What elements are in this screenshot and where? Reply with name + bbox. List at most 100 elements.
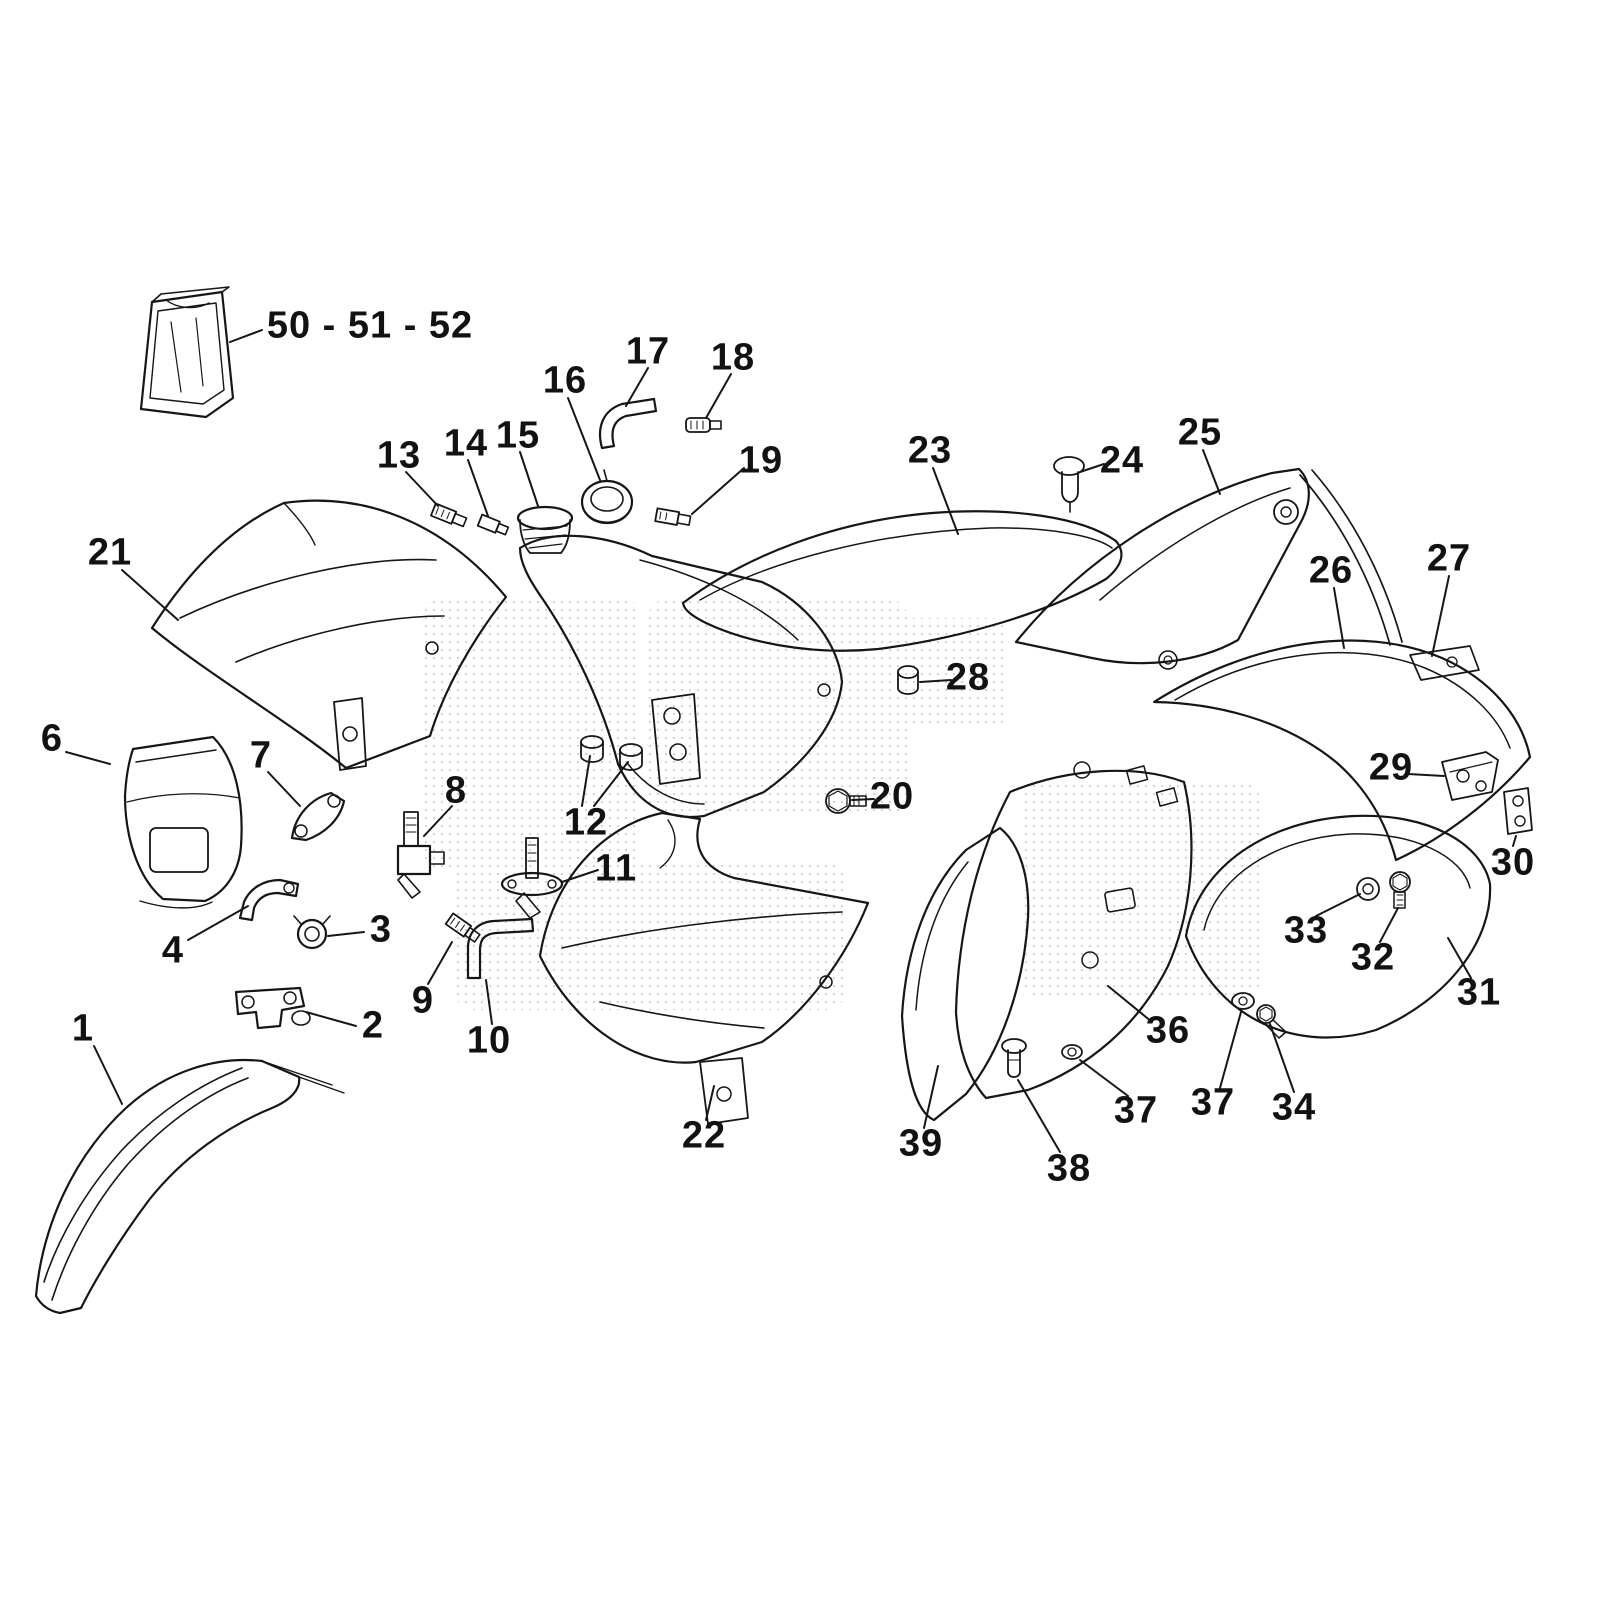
leader-line xyxy=(65,751,111,765)
part-label-26: 26 xyxy=(1308,549,1354,592)
fuel-petcock-8 xyxy=(396,811,445,899)
fitting-19 xyxy=(654,507,692,526)
part-label-37-right: 37 xyxy=(1190,1081,1236,1124)
washer-33 xyxy=(1356,877,1380,901)
bracket-7 xyxy=(290,791,346,842)
grommet-37-left xyxy=(1061,1044,1083,1060)
leader-line xyxy=(1219,1011,1242,1089)
fuel-valve-11 xyxy=(500,837,564,919)
part-label-37-left: 37 xyxy=(1113,1089,1159,1132)
bolt-34 xyxy=(1256,1004,1287,1039)
part-label-10: 10 xyxy=(466,1019,512,1062)
rear-fender-bracket-27 xyxy=(1409,645,1480,681)
right-side-panel-31 xyxy=(1184,814,1492,1039)
part-label-15: 15 xyxy=(495,414,541,457)
part-label-32: 32 xyxy=(1350,936,1396,979)
part-label-29: 29 xyxy=(1368,746,1414,789)
part-label-16: 16 xyxy=(542,359,588,402)
front-fender xyxy=(34,1058,345,1315)
leader-lines xyxy=(65,329,1517,1153)
lower-side-panel-39 xyxy=(900,826,1030,1122)
leader-line xyxy=(1107,985,1153,1023)
leader-line xyxy=(467,459,489,517)
leader-line xyxy=(519,451,539,507)
part-label-kit: 50 - 51 - 52 xyxy=(266,304,474,347)
leader-line xyxy=(1379,907,1399,943)
part-label-1: 1 xyxy=(71,1007,95,1050)
part-label-22: 22 xyxy=(681,1114,727,1157)
part-label-31: 31 xyxy=(1456,971,1502,1014)
part-label-20: 20 xyxy=(869,775,915,818)
leader-line xyxy=(1447,937,1472,979)
leader-line xyxy=(1269,1023,1295,1093)
part-label-25: 25 xyxy=(1177,411,1223,454)
bolt-20 xyxy=(825,788,867,814)
leader-line xyxy=(267,771,301,807)
leader-line xyxy=(187,905,249,941)
part-label-34: 34 xyxy=(1271,1086,1317,1129)
leader-line xyxy=(305,1011,357,1027)
leader-line xyxy=(1315,893,1361,917)
leader-line xyxy=(1202,449,1221,495)
spare-parts-bag xyxy=(139,286,235,419)
fuel-tank-filler-neck xyxy=(516,505,574,554)
leader-line xyxy=(427,941,453,985)
leader-line xyxy=(1407,773,1445,777)
inner-side-panel-36 xyxy=(954,761,1193,1100)
leader-line xyxy=(567,397,601,481)
leader-line xyxy=(923,1065,939,1129)
fitting-13 xyxy=(430,502,468,528)
part-label-18: 18 xyxy=(710,336,756,379)
leader-line xyxy=(593,761,629,807)
part-label-14: 14 xyxy=(443,422,489,465)
leader-line xyxy=(851,798,875,801)
fuel-cap xyxy=(580,469,634,525)
leader-line xyxy=(229,329,263,343)
part-label-12: 12 xyxy=(563,801,609,844)
bracket-2 xyxy=(234,986,311,1030)
rubber-plug-38 xyxy=(1001,1038,1027,1078)
leader-line xyxy=(1431,575,1450,657)
part-label-7: 7 xyxy=(249,734,273,777)
leader-line xyxy=(423,805,453,837)
bracket-plate-30 xyxy=(1503,787,1533,835)
part-label-27: 27 xyxy=(1426,537,1472,580)
grommets-12 xyxy=(580,735,643,771)
rubber-bumper-24 xyxy=(1053,456,1085,513)
leader-line xyxy=(1333,587,1345,649)
leader-line xyxy=(919,679,952,683)
leader-line xyxy=(581,755,591,807)
part-label-28: 28 xyxy=(945,656,991,699)
leader-line xyxy=(121,569,179,621)
part-label-6: 6 xyxy=(40,717,64,760)
part-label-36: 36 xyxy=(1145,1009,1191,1052)
part-label-33: 33 xyxy=(1283,909,1329,952)
leader-line xyxy=(705,1085,715,1121)
headlight-mask xyxy=(123,735,243,909)
part-label-4: 4 xyxy=(161,929,185,972)
fuel-tank xyxy=(518,534,844,819)
part-label-23: 23 xyxy=(907,429,953,472)
leader-line xyxy=(485,979,493,1025)
left-radiator-shroud xyxy=(150,499,508,771)
part-label-39: 39 xyxy=(898,1122,944,1165)
fitting-14 xyxy=(476,513,510,536)
right-radiator-shroud xyxy=(538,811,870,1125)
part-label-38: 38 xyxy=(1046,1147,1092,1190)
bolt-32 xyxy=(1389,871,1411,909)
rear-fender xyxy=(1152,639,1532,862)
part-label-11: 11 xyxy=(594,847,638,890)
bracket-4 xyxy=(238,878,300,922)
leader-line xyxy=(93,1045,123,1105)
leader-line xyxy=(561,869,599,883)
leader-line xyxy=(625,367,649,407)
leader-line xyxy=(705,373,732,419)
grommet-37-right xyxy=(1231,992,1255,1010)
leader-line xyxy=(405,471,439,507)
leader-line xyxy=(1079,463,1105,473)
clamp-3 xyxy=(293,915,331,950)
part-label-17: 17 xyxy=(625,330,671,373)
part-label-30: 30 xyxy=(1490,841,1536,884)
